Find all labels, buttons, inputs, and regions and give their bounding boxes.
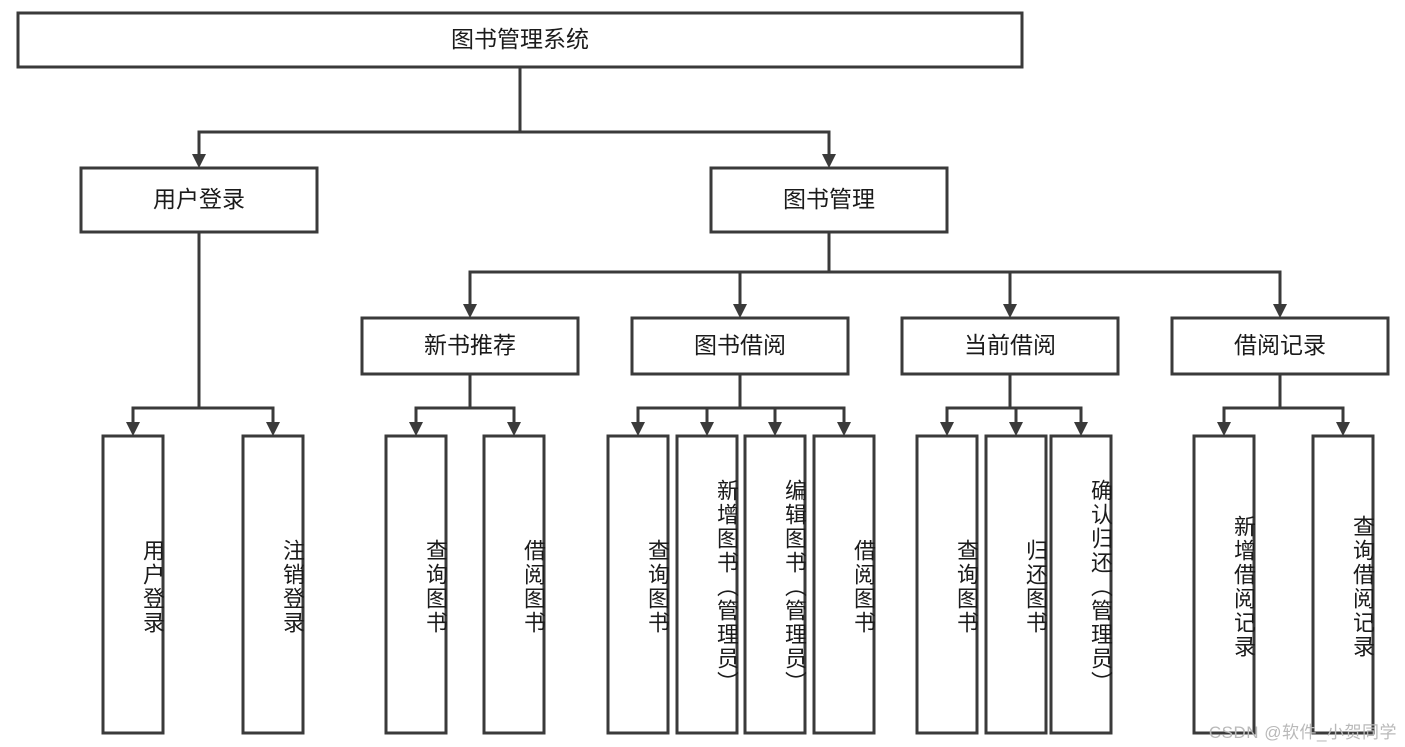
arrow-head-icon <box>1217 422 1231 436</box>
leaf-box-leaf-user-login[interactable] <box>101 434 165 735</box>
leaf-box-leaf-query-book-1[interactable] <box>384 434 448 735</box>
arrow-head-icon <box>463 304 477 318</box>
arrow-head-icon <box>700 422 714 436</box>
leaf-box-leaf-query-book-3[interactable] <box>915 434 979 735</box>
node-label-new-book-recommend: 新书推荐 <box>424 332 516 358</box>
node-label-borrow-record: 借阅记录 <box>1234 332 1326 358</box>
arrow-head-icon <box>1009 422 1023 436</box>
arrow-head-icon <box>266 422 280 436</box>
arrow-head-icon <box>733 304 747 318</box>
arrow-head-icon <box>192 154 206 168</box>
arrow-head-icon <box>1003 304 1017 318</box>
node-box-user-login[interactable] <box>79 166 319 234</box>
node-boxes-layer <box>16 11 1390 735</box>
arrow-head-icon <box>631 422 645 436</box>
leaf-box-leaf-confirm-return[interactable] <box>1049 434 1113 735</box>
arrow-head-icon <box>940 422 954 436</box>
connectors-layer <box>126 65 1350 436</box>
arrow-head-icon <box>1074 422 1088 436</box>
arrow-head-icon <box>507 422 521 436</box>
arrow-head-icon <box>1273 304 1287 318</box>
leaf-box-leaf-query-book-2[interactable] <box>606 434 670 735</box>
node-box-book-management[interactable] <box>709 166 949 234</box>
node-box-book-borrow[interactable] <box>630 316 850 376</box>
node-box-borrow-record[interactable] <box>1170 316 1390 376</box>
leaf-box-leaf-return-book[interactable] <box>984 434 1048 735</box>
node-label-current-borrow: 当前借阅 <box>964 332 1056 358</box>
node-label-book-management: 图书管理 <box>783 186 875 212</box>
node-box-current-borrow[interactable] <box>900 316 1120 376</box>
leaf-box-leaf-edit-book[interactable] <box>743 434 807 735</box>
arrow-head-icon <box>822 154 836 168</box>
arrow-head-icon <box>126 422 140 436</box>
leaf-box-leaf-logout[interactable] <box>241 434 305 735</box>
arrow-head-icon <box>837 422 851 436</box>
node-label-book-borrow: 图书借阅 <box>694 332 786 358</box>
csdn-watermark: CSDN @软件_小贺同学 <box>1208 723 1397 742</box>
leaf-box-leaf-add-record[interactable] <box>1192 434 1256 735</box>
arrow-head-icon <box>1336 422 1350 436</box>
arrow-head-icon <box>768 422 782 436</box>
leaf-box-leaf-query-record[interactable] <box>1311 434 1375 735</box>
node-label-user-login: 用户登录 <box>153 186 245 212</box>
root-node-box[interactable] <box>16 11 1024 69</box>
root-node-label: 图书管理系统 <box>451 26 589 52</box>
arrow-head-icon <box>409 422 423 436</box>
leaf-box-leaf-borrow-book-1[interactable] <box>482 434 546 735</box>
node-box-new-book-recommend[interactable] <box>360 316 580 376</box>
leaf-box-leaf-borrow-book-2[interactable] <box>812 434 876 735</box>
leaf-box-leaf-add-book[interactable] <box>675 434 739 735</box>
